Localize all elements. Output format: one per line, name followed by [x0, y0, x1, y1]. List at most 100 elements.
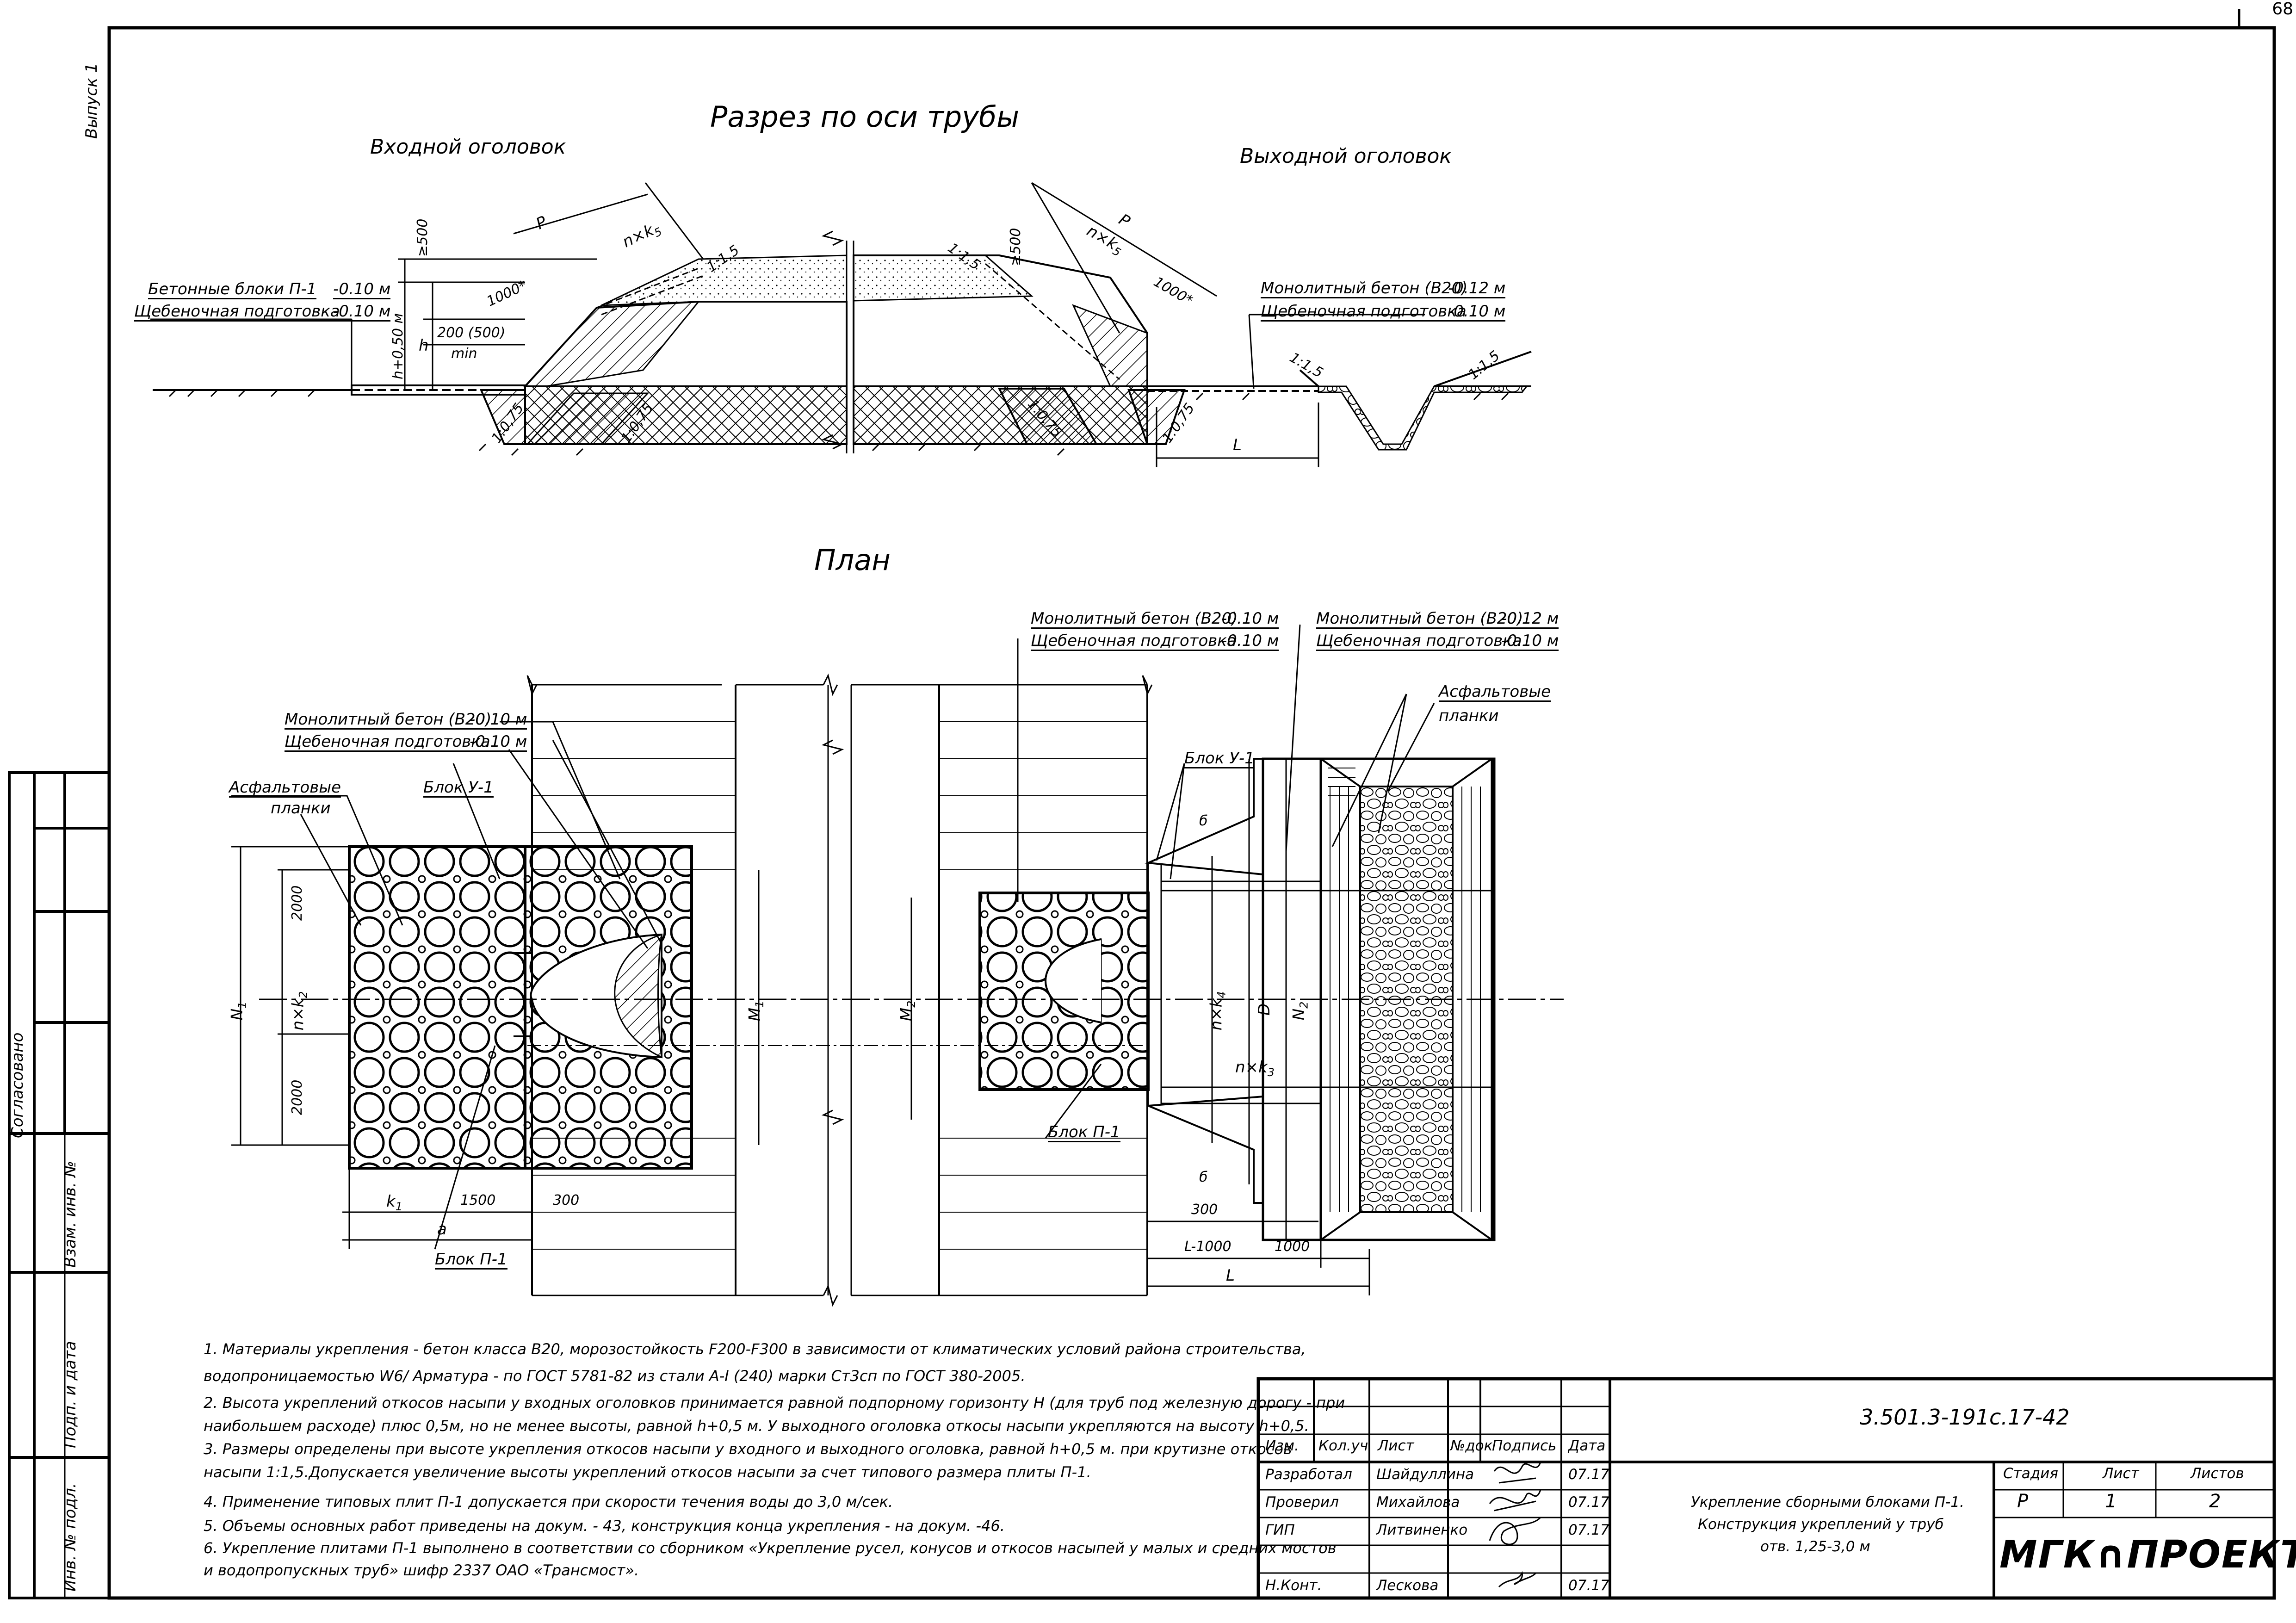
dim-300-left: 300: [553, 1192, 580, 1208]
dim-1000-plan: 1000: [1275, 1239, 1310, 1255]
legend-value: -0.10 м: [470, 732, 527, 752]
dim-b-top: б: [1199, 813, 1208, 829]
margin-agreed: Согласовано: [8, 1032, 27, 1138]
margin-sign-date: Подп. и дата: [61, 1341, 80, 1448]
dim-nk3: n×k3: [1235, 1058, 1275, 1079]
sheets-header: Листов: [2191, 1465, 2244, 1482]
role-gip: ГИП: [1265, 1522, 1295, 1538]
legend-name: Бетонные блоки П-1: [148, 280, 317, 299]
note-line: 4. Применение типовых плит П-1 допускает…: [204, 1493, 893, 1511]
sheet-corner-number: 68: [2272, 0, 2293, 19]
legend-name: Щебеночная подготовка: [1316, 632, 1522, 651]
legend-value: -0.10 м: [470, 710, 527, 730]
dim-min: min: [451, 346, 477, 362]
outlet-title: Выходной оголовок: [1240, 144, 1452, 168]
legend-name: Монолитный бетон (В20): [1031, 609, 1238, 629]
dim-L-plan: L: [1226, 1266, 1235, 1285]
legend-value: -0.10 м: [1501, 632, 1559, 651]
margin-issue: Выпуск 1: [82, 62, 101, 139]
dim-200: 200 (500): [437, 325, 506, 341]
legend-name: Монолитный бетон (В20): [1261, 279, 1468, 298]
note-line: 5. Объемы основных работ приведены на до…: [204, 1517, 1005, 1535]
date-developer: 07.17: [1568, 1466, 1609, 1483]
legend-value: -0.10 м: [1221, 609, 1279, 629]
asphalt-label-left: Асфальтовые: [229, 778, 341, 798]
sheet-header: Лист: [2103, 1465, 2139, 1482]
dim-k1: k1: [386, 1192, 402, 1213]
note-line: водопроницаемостью W6/ Арматура - по ГОС…: [204, 1367, 1026, 1385]
dim-m1: M1: [745, 1000, 767, 1022]
name-developer: Шайдуллина: [1376, 1466, 1474, 1483]
dim-h050: h+0,50 м: [390, 313, 406, 379]
header-izm: Изм.: [1265, 1437, 1299, 1454]
dim-n1: N1: [228, 1001, 249, 1021]
legend-name: Щебеночная подготовка: [285, 732, 490, 752]
dim-D: D: [1255, 1003, 1274, 1016]
note-line: наибольшем расходе) плюс 0,5м, но не мен…: [204, 1417, 1309, 1435]
dim-300-right: 300: [1191, 1202, 1218, 1218]
dim-l1000: L-1000: [1184, 1239, 1232, 1255]
date-checker: 07.17: [1568, 1494, 1609, 1511]
dim-1500: 1500: [460, 1192, 496, 1208]
margin-swap-inv: Взам. инв. №: [61, 1161, 80, 1268]
legend-value: -0.12 м: [1448, 279, 1506, 298]
legend-value: -0.12 м: [1501, 609, 1559, 629]
stage-value: Р: [2017, 1491, 2029, 1512]
note-line: 2. Высота укреплений откосов насыпи у вх…: [204, 1394, 1345, 1412]
stage-header: Стадия: [2003, 1465, 2058, 1482]
name-nkont: Лескова: [1376, 1577, 1439, 1594]
role-nkont: Н.Конт.: [1265, 1577, 1322, 1594]
legend-name: Щебеночная подготовка: [1031, 632, 1237, 651]
dim-ge500-right: ≥500: [1008, 228, 1024, 266]
doc-title-3: отв. 1,25-3,0 м: [1760, 1538, 1870, 1555]
header-list: Лист: [1378, 1437, 1414, 1454]
header-ndok: №док: [1450, 1437, 1493, 1454]
legend-value: -0.10 м: [333, 302, 391, 322]
header-sign: Подпись: [1492, 1437, 1557, 1454]
date-gip: 07.17: [1568, 1522, 1609, 1538]
plan-title: План: [814, 543, 891, 577]
note-line: 1. Материалы укрепления - бетон класса В…: [204, 1340, 1306, 1358]
dim-a: a: [437, 1220, 447, 1239]
doc-title-1: Укрепление сборными блоками П-1.: [1691, 1494, 1964, 1511]
header-date: Дата: [1568, 1437, 1606, 1454]
dim-2000-bottom: 2000: [289, 1079, 305, 1115]
date-nkont: 07.17: [1568, 1577, 1609, 1594]
dim-n2: N2: [1289, 1001, 1311, 1021]
note-line: 6. Укрепление плитами П-1 выполнено в со…: [204, 1539, 1337, 1557]
role-checker: Проверил: [1265, 1494, 1339, 1511]
planks-label-left: планки: [271, 799, 331, 818]
legend-name: Монолитный бетон (В20): [285, 710, 492, 730]
dim-2000-top: 2000: [289, 885, 305, 921]
dim-b-bottom: б: [1199, 1169, 1208, 1185]
header-kol: Кол.уч: [1318, 1437, 1368, 1454]
note-line: 3. Размеры определены при высоте укрепле…: [204, 1440, 1292, 1458]
legend-value: -0.10 м: [1221, 632, 1279, 651]
doc-title-2: Конструкция укреплений у труб: [1698, 1516, 1944, 1533]
company-logo: МГК∩ПРОЕКТ: [1999, 1533, 2296, 1577]
block-u1-label-left: Блок У-1: [423, 778, 494, 798]
legend-value: -0.10 м: [1448, 302, 1506, 322]
section-title: Разрез по оси трубы: [710, 100, 1020, 134]
legend-name: Монолитный бетон (В20): [1316, 609, 1523, 629]
legend-value: -0.10 м: [333, 280, 391, 299]
role-developer: Разработал: [1265, 1466, 1352, 1483]
note-line: насыпи 1:1,5.Допускается увеличение высо…: [204, 1463, 1091, 1481]
block-p1-label-mid: Блок П-1: [1048, 1123, 1120, 1142]
dim-ge500: ≥500: [415, 218, 431, 257]
planks-label-right: планки: [1439, 706, 1499, 725]
dim-l-section: L: [1233, 436, 1242, 454]
block-u1-label-right: Блок У-1: [1184, 749, 1255, 768]
doc-code: 3.501.3-191с.17-42: [1860, 1405, 2070, 1430]
name-checker: Михайлова: [1376, 1494, 1460, 1511]
dim-m2: M2: [897, 1000, 918, 1022]
dim-h: h: [419, 336, 429, 355]
note-line: и водопропускных труб» шифр 2337 ОАО «Тр…: [204, 1561, 639, 1579]
margin-inv-orig: Инв. № подл.: [61, 1483, 80, 1592]
legend-name: Щебеночная подготовка: [134, 302, 340, 322]
block-p1-label-left: Блок П-1: [435, 1250, 507, 1270]
dim-nk2: n×k2: [289, 991, 310, 1031]
sheets-value: 2: [2209, 1491, 2221, 1512]
dim-nk4: n×k4: [1207, 991, 1228, 1031]
